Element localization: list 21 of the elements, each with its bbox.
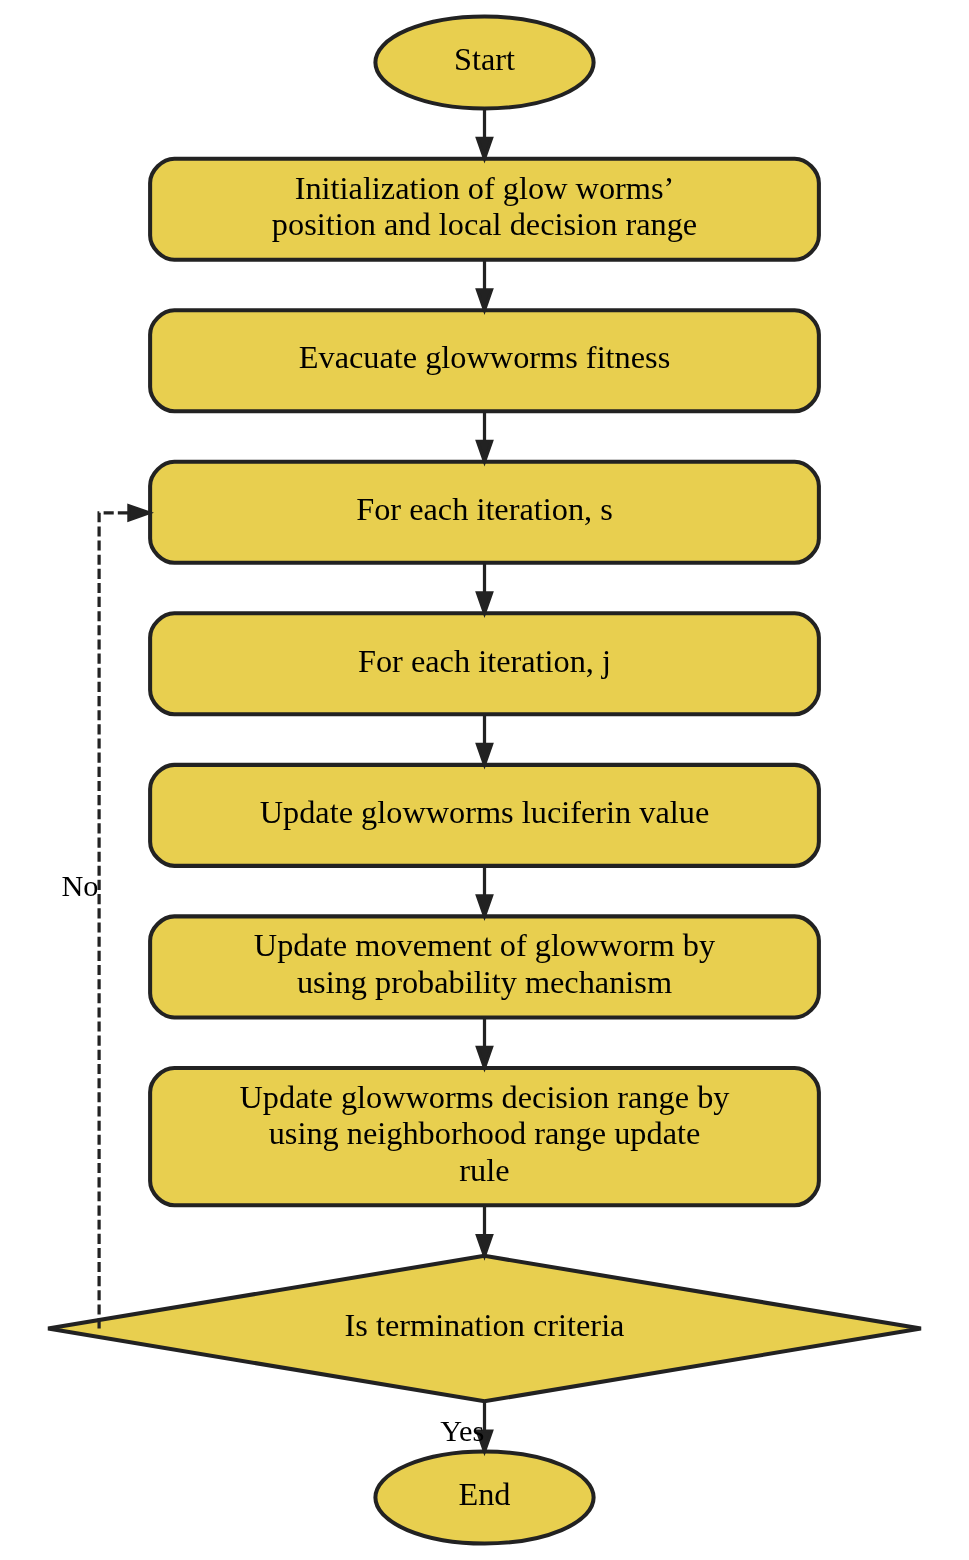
arrow xyxy=(475,1205,494,1261)
node-box: For each iteration, j xyxy=(148,611,821,717)
edge-label: Yes xyxy=(440,1413,485,1448)
arrow xyxy=(97,503,154,1329)
node-diamond: Is termination criteria xyxy=(46,1253,923,1404)
arrow xyxy=(475,866,494,922)
arrow xyxy=(475,1017,494,1073)
node-ellipse: Start xyxy=(373,14,596,111)
arrow xyxy=(475,715,494,770)
node-box: Update glowworms luciferin value xyxy=(148,762,821,868)
arrow xyxy=(475,108,494,164)
node-box: Update glowworms decision range by using neighborhood range update rule xyxy=(148,1065,821,1208)
node-box: Evacuate glowworms fitness xyxy=(148,308,821,414)
node-box: For each iteration, s xyxy=(148,459,821,565)
node-box: Update movement of glowworm by using probability mechanism xyxy=(148,914,821,1020)
edge-label: No xyxy=(61,868,99,903)
arrow xyxy=(475,563,494,618)
arrow xyxy=(475,412,494,467)
arrow xyxy=(475,260,494,315)
node-ellipse: End xyxy=(373,1449,596,1546)
node-box: Initialization of glow worms’ position and local decision range xyxy=(148,156,821,262)
